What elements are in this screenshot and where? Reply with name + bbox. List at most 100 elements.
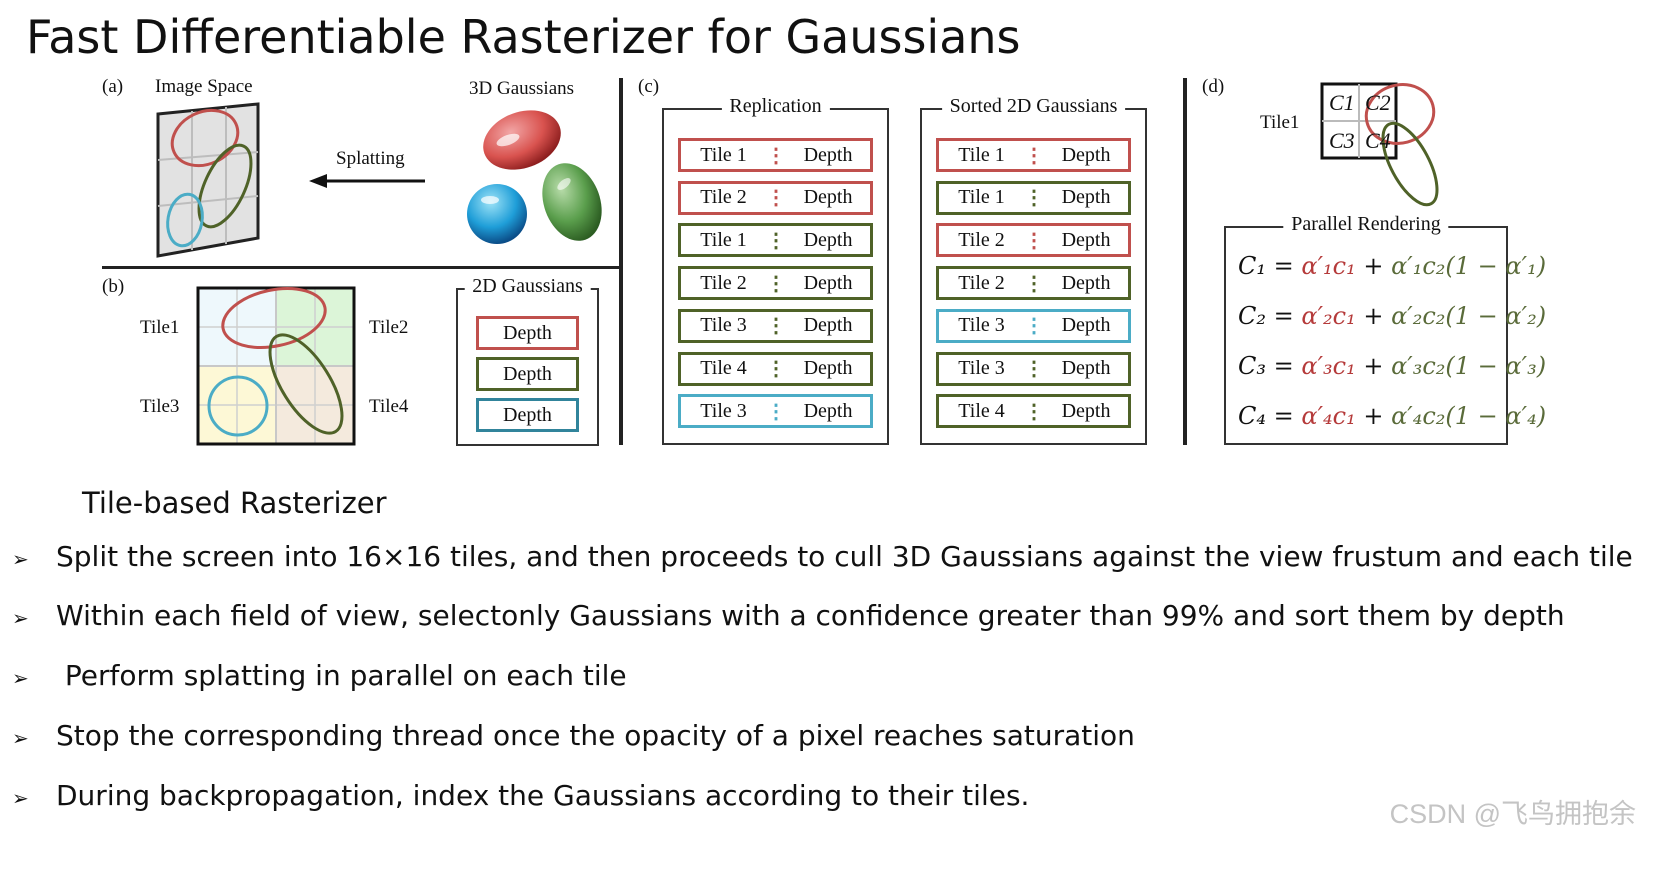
sorted-row: Tile 3 ⋮ Depth (936, 351, 1131, 386)
separator: ⋮ (1024, 272, 1045, 295)
cell-c3: C3 (1329, 128, 1355, 153)
depth-label: Depth (1061, 186, 1111, 209)
equation-c4: C₄ = α′₄c₁ + α′₄c₂(1 − α′₄) (1238, 402, 1547, 430)
equation-c2: C₂ = α′₂c₁ + α′₂c₂(1 − α′₂) (1238, 302, 1547, 330)
watermark: CSDN @飞鸟拥抱余 (1389, 799, 1636, 829)
separator: ⋮ (1024, 187, 1045, 210)
separator: ⋮ (1024, 144, 1045, 167)
tile-label: Tile 2 (700, 271, 747, 294)
bullet-item: ➢During backpropagation, index the Gauss… (12, 779, 1030, 812)
parallel-rendering-box: Parallel Rendering C₁ = α′₁c₁ + α′₁c₂(1 … (1224, 213, 1546, 445)
separator: ⋮ (1024, 315, 1045, 338)
replication-row: Tile 4 ⋮ Depth (678, 351, 873, 386)
replication-row: Tile 2 ⋮ Depth (678, 266, 873, 301)
bullet-arrow-icon: ➢ (12, 786, 29, 810)
panel-b-letter: (b) (102, 276, 125, 297)
tile-label: Tile 4 (700, 357, 747, 379)
panel-divider-bc (619, 78, 623, 445)
sorted-row: Tile 4 ⋮ Depth (936, 394, 1131, 429)
tile-label: Tile 3 (700, 399, 747, 422)
depth-label: Depth (1061, 271, 1111, 294)
bullet-item: ➢ Perform splatting in parallel on each … (12, 659, 627, 692)
tile-label: Tile 2 (700, 186, 747, 209)
splatting-arrow (309, 174, 425, 188)
depth-label: Depth (803, 357, 853, 379)
tile3-label: Tile3 (140, 396, 180, 417)
replication-row: Tile 2 ⋮ Depth (678, 180, 873, 215)
separator: ⋮ (1024, 229, 1045, 252)
tile-label: Tile 3 (958, 357, 1005, 379)
separator: ⋮ (766, 358, 787, 380)
tile1-d-label: Tile1 (1260, 112, 1300, 133)
panel-divider-ab (102, 266, 622, 269)
section-heading: Tile-based Rasterizer (82, 486, 387, 520)
bullet-item: ➢Stop the corresponding thread once the … (12, 719, 1135, 752)
tile4-label: Tile4 (369, 396, 409, 417)
sorted-2d-gaussians-title: Sorted 2D Gaussians (941, 95, 1126, 118)
sorted-row: Tile 1 ⋮ Depth (936, 180, 1131, 215)
replication-row: Tile 1⋮Depth (678, 138, 873, 172)
tile-label: Tile 2 (958, 271, 1005, 294)
replication-row: Tile 3⋮Depth (678, 308, 873, 343)
sorted-row: Tile 2⋮Depth (936, 223, 1131, 258)
image-space-label: Image Space (155, 76, 253, 97)
depth-label: Depth (803, 314, 853, 337)
depth-label: Depth (1061, 314, 1111, 337)
tile1-label: Tile1 (140, 317, 180, 338)
parallel-rendering-title: Parallel Rendering (1283, 213, 1449, 236)
separator: ⋮ (766, 187, 787, 210)
depth-label: Depth (803, 186, 853, 209)
separator: ⋮ (1024, 400, 1045, 423)
depth-label: Depth (1061, 357, 1111, 379)
bullet-arrow-icon: ➢ (12, 666, 29, 690)
bullet-arrow-icon: ➢ (12, 547, 29, 571)
2d-gaussians-box: 2D Gaussians Depth Depth Depth (456, 275, 599, 446)
slide-title: Fast Differentiable Rasterizer for Gauss… (26, 10, 1021, 64)
replication-row: Tile 1 ⋮ Depth (678, 223, 873, 258)
cell-c2: C2 (1365, 90, 1391, 115)
tile-label: Tile 3 (958, 314, 1005, 337)
sorted-row: Tile 1⋮Depth (936, 138, 1131, 172)
depth-label: Depth (803, 271, 853, 294)
sorted-row: Tile 3 ⋮ Depth (936, 308, 1131, 343)
bullet-arrow-icon: ➢ (12, 606, 29, 630)
pixel-grid (1320, 82, 1439, 207)
tile-label: Tile 4 (958, 399, 1005, 422)
bullet-item: ➢Within each field of view, selectonly G… (12, 599, 1565, 632)
panel-d-letter: (d) (1202, 76, 1225, 97)
sorted-2d-gaussians-box: Sorted 2D Gaussians Tile 1 ⋮ Depth Tile 1 ⋮ D… (920, 95, 1147, 445)
panel-a-letter: (a) (102, 76, 124, 97)
bullet-item: ➢Split the screen into 16×16 tiles, and … (12, 540, 1633, 573)
tile-label: Tile 1 (958, 186, 1005, 209)
depth-label: Depth (803, 399, 853, 422)
equation-c3: C₃ = α′₃c₁ + α′₃c₂(1 − α′₃) (1238, 352, 1547, 380)
separator: ⋮ (766, 315, 787, 338)
separator: ⋮ (766, 400, 787, 423)
replication-row: Tile 3 ⋮ Depth (678, 394, 873, 429)
tile-label: Tile 1 (958, 143, 1005, 166)
replication-title: Replication (721, 95, 830, 118)
tile-label: Tile 1 (700, 228, 747, 251)
depth-row-green: Depth (476, 357, 579, 391)
depth-label: Depth (803, 228, 853, 251)
3d-gaussians-label: 3D Gaussians (469, 78, 575, 99)
splatting-label: Splatting (336, 148, 405, 169)
separator: ⋮ (766, 272, 787, 295)
separator: ⋮ (766, 229, 787, 252)
3d-gaussians-illustration (467, 110, 602, 244)
bullet-arrow-icon: ➢ (12, 726, 29, 750)
panel-divider-cd (1183, 78, 1187, 445)
tile2-label: Tile2 (369, 317, 409, 338)
depth-row-red: Depth (476, 316, 579, 350)
cell-c4: C4 (1365, 128, 1391, 153)
2d-gaussians-title: 2D Gaussians (464, 275, 591, 298)
sorted-row: Tile 2 ⋮ Depth (936, 266, 1131, 301)
separator: ⋮ (1024, 358, 1045, 380)
tile-label: Tile 1 (700, 143, 747, 166)
depth-label: Depth (1061, 399, 1111, 422)
image-space-plane (156, 102, 260, 258)
panel-c-letter: (c) (638, 76, 660, 97)
depth-label: Depth (1061, 228, 1111, 251)
cell-c1: C1 (1329, 90, 1355, 115)
